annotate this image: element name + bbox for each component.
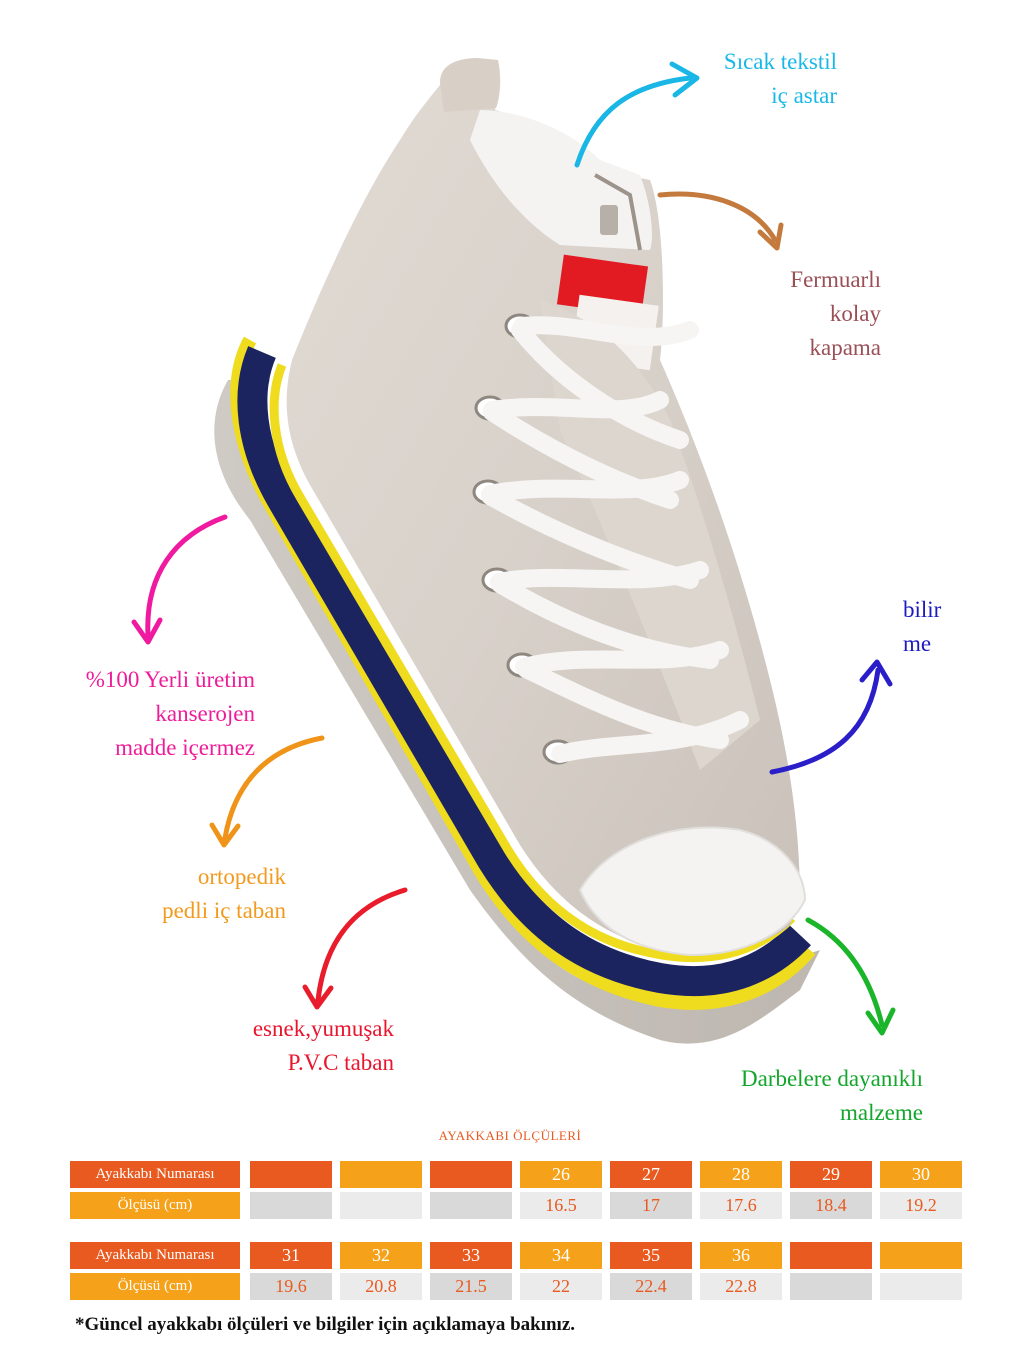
callout-insole: ortopedik pedli iç taban xyxy=(162,860,286,928)
row-label: Ayakkabı Numarası xyxy=(70,1242,240,1269)
callout-insole-line1: ortopedik xyxy=(197,864,286,889)
yellow-rim-inner xyxy=(269,363,796,963)
callout-breathable: bilir me xyxy=(903,593,941,661)
callout-lining-line2: iç astar xyxy=(771,83,837,108)
size-cell xyxy=(790,1242,872,1269)
callout-durable-line2: malzeme xyxy=(839,1100,923,1125)
arrow-local xyxy=(145,514,228,638)
arrow-lining xyxy=(574,75,693,168)
row-label: Ayakkabı Numarası xyxy=(70,1161,240,1188)
callout-lining-line1: Sıcak tekstil xyxy=(723,49,837,74)
zipper xyxy=(594,173,642,251)
length-cell: 17 xyxy=(610,1192,692,1219)
length-cell xyxy=(250,1192,332,1219)
length-cell xyxy=(790,1273,872,1300)
callout-sole-line1: esnek,yumuşak xyxy=(252,1016,394,1041)
size-cell xyxy=(340,1161,422,1188)
length-cell xyxy=(430,1192,512,1219)
arrow-durable xyxy=(805,917,885,1028)
length-cell xyxy=(340,1192,422,1219)
length-cell: 19.2 xyxy=(880,1192,962,1219)
length-cell: 21.5 xyxy=(430,1273,512,1300)
callout-local-line1: %100 Yerli üretim xyxy=(85,667,255,692)
navy-band xyxy=(237,346,811,997)
size-cell: 27 xyxy=(610,1161,692,1188)
size-cell: 35 xyxy=(610,1242,692,1269)
length-cell: 20.8 xyxy=(340,1273,422,1300)
callout-durable-line1: Darbelere dayanıklı xyxy=(741,1066,923,1091)
callout-sole: esnek,yumuşak P.V.C taban xyxy=(253,1012,394,1080)
length-cell: 17.6 xyxy=(700,1192,782,1219)
callout-zipper-line1: Fermuarlı xyxy=(790,267,881,292)
row-label: Ölçüsü (cm) xyxy=(70,1192,240,1219)
size-cell: 36 xyxy=(700,1242,782,1269)
size-cell xyxy=(430,1161,512,1188)
callout-insole-line2: pedli iç taban xyxy=(162,898,286,923)
size-cell: 26 xyxy=(520,1161,602,1188)
row-label: Ölçüsü (cm) xyxy=(70,1273,240,1300)
length-cell: 19.6 xyxy=(250,1273,332,1300)
length-cell: 22 xyxy=(520,1273,602,1300)
callout-zipper: Fermuarlı kolay kapama xyxy=(790,263,881,365)
size-cell: 28 xyxy=(700,1161,782,1188)
callout-local: %100 Yerli üretim kanserojen madde içerm… xyxy=(86,663,255,765)
shoelaces xyxy=(481,316,749,763)
size-cell: 33 xyxy=(430,1242,512,1269)
toe-cap xyxy=(578,826,807,957)
size-cell: 30 xyxy=(880,1161,962,1188)
arrow-breathable xyxy=(769,667,881,775)
callout-arrows xyxy=(131,61,896,1036)
callout-breathable-line1: bilir xyxy=(903,597,942,622)
length-cell: 18.4 xyxy=(790,1192,872,1219)
footnote: *Güncel ayakkabı ölçüleri ve bilgiler iç… xyxy=(75,1314,576,1335)
length-cell: 16.5 xyxy=(520,1192,602,1219)
callout-zipper-line3: kapama xyxy=(809,335,881,360)
callout-local-line2: kanserojen xyxy=(155,701,255,726)
size-cell: 34 xyxy=(520,1242,602,1269)
callout-durable: Darbelere dayanıklı malzeme xyxy=(741,1062,923,1130)
size-table-title: AYAKKABI ÖLÇÜLERİ xyxy=(438,1128,582,1143)
arrow-sole xyxy=(315,887,408,1003)
length-cell xyxy=(880,1273,962,1300)
sneaker-illustration xyxy=(214,58,820,1044)
arrow-insole xyxy=(222,735,325,841)
size-cell: 32 xyxy=(340,1242,422,1269)
size-cell: 31 xyxy=(250,1242,332,1269)
heel-pull-tab xyxy=(440,58,501,112)
callout-local-line3: madde içermez xyxy=(115,735,255,760)
callout-lining: Sıcak tekstil iç astar xyxy=(724,45,837,113)
size-cell xyxy=(880,1242,962,1269)
callout-sole-line2: P.V.C taban xyxy=(287,1050,394,1075)
size-cell xyxy=(250,1161,332,1188)
length-cell: 22.4 xyxy=(610,1273,692,1300)
callout-zipper-line2: kolay xyxy=(829,301,881,326)
size-cell: 29 xyxy=(790,1161,872,1188)
length-cell: 22.8 xyxy=(700,1273,782,1300)
callout-breathable-line2: me xyxy=(903,631,932,656)
arrow-zipper xyxy=(657,191,778,243)
